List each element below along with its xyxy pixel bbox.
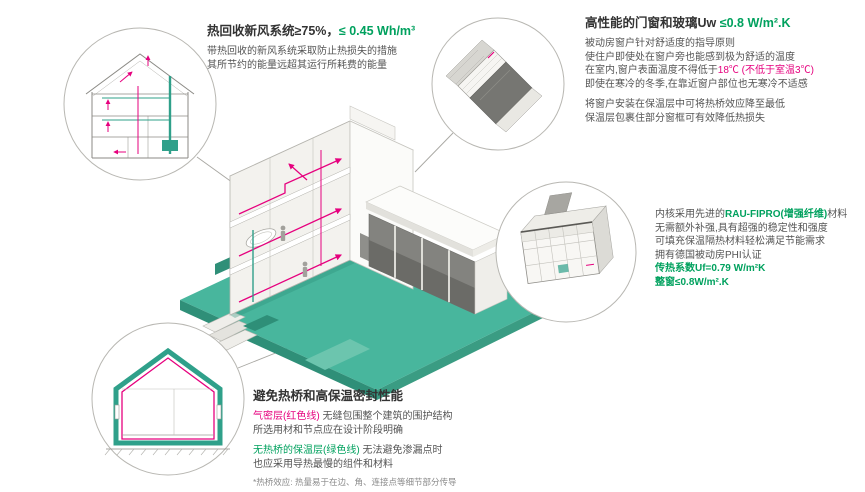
ventilation-title-text: 热回收新风系统≥75%，	[207, 24, 339, 38]
profile-line1: 内核采用先进的RAU-FIPRO(增强纤维)材料	[655, 208, 863, 222]
ventilation-title: 热回收新风系统≥75%，≤ 0.45 Wh/m³	[207, 20, 415, 39]
windows-title-text: 高性能的门窗和玻璃Uw	[585, 16, 720, 30]
windows-body-line6: 保温层包裹住部分窗框可有效降低热损失	[585, 112, 765, 124]
ventilation-duct-lines	[238, 150, 342, 303]
windows-temp-line: 在室内,窗户表面温度不得低于18℃ (不低于室温3℃)	[585, 64, 860, 78]
profile-body: 内核采用先进的RAU-FIPRO(增强纤维)材料 无需额外补强,具有超强的稳定性…	[655, 208, 863, 289]
windows-title: 高性能的门窗和玻璃Uw ≤0.8 W/m².K	[585, 12, 860, 31]
people-silhouettes	[280, 225, 308, 277]
ventilation-body: 带热回收的新风系统采取防止热损失的措施 其所节约的能量远超其运行所耗费的能量	[207, 45, 415, 72]
ventilation-body-line2: 其所节约的能量远超其运行所耗费的能量	[207, 59, 387, 71]
windows-body-line2: 使住户即使处在窗户旁也能感到极为舒适的温度	[585, 51, 795, 63]
windows-temp-text: 在室内,窗户表面温度不得低于	[585, 65, 718, 76]
insulation-body: 气密层(红色线) 无缝包围整个建筑的围护结构 所选用材和节点应在设计阶段明确 无…	[253, 410, 457, 490]
profile-line1-text: 内核采用先进的	[655, 209, 725, 220]
glazed-wing	[365, 185, 508, 315]
windows-title-value: ≤0.8 W/m².K	[719, 16, 791, 30]
profile-line1-text2: 材料	[827, 209, 848, 220]
thermal-layer-label: 无热桥的保温层(绿色线)	[253, 445, 360, 456]
profile-callout: 内核采用先进的RAU-FIPRO(增强纤维)材料 无需额外补强,具有超强的稳定性…	[655, 208, 863, 289]
insulation-circle-illustration	[91, 322, 245, 476]
thermal-bridge-footnote: *热桥效应: 热量易于在边、角、连接点等细节部分传导	[253, 477, 457, 487]
airtight-layer-label: 气密层(红色线)	[253, 411, 320, 422]
ventilation-body-line1: 带热回收的新风系统采取防止热损失的措施	[207, 46, 397, 57]
ventilation-title-value: ≤ 0.45 Wh/m³	[338, 24, 416, 38]
insulation-airtight-line: 气密层(红色线) 无缝包围整个建筑的围护结构	[253, 410, 457, 424]
insulation-callout: 避免热桥和高保温密封性能 气密层(红色线) 无缝包围整个建筑的围护结构 所选用材…	[253, 385, 457, 490]
windows-body: 被动房窗户针对舒适度的指导原则 使住户即使处在窗户旁也能感到极为舒适的温度 在室…	[585, 37, 860, 125]
profile-u-value: 传热系数Uf=0.79 W/m²K	[655, 263, 766, 274]
frame-profile-circle-illustration	[495, 181, 637, 323]
insulation-thermal-line: 无热桥的保温层(绿色线) 无法避免渗漏点时	[253, 444, 457, 458]
main-house-illustration	[180, 105, 555, 400]
windows-body-line5: 将窗户安装在保温层中可将热桥效应降至最低	[585, 99, 785, 110]
profile-material-name: RAU-FIPRO(增强纤维)	[725, 209, 828, 220]
insulation-title: 避免热桥和高保温密封性能	[253, 389, 404, 403]
profile-line2: 无需额外补强,具有超强的稳定性和强度	[655, 222, 828, 234]
thermal-layer-text: 无法避免渗漏点时	[359, 445, 443, 456]
ventilation-callout: 热回收新风系统≥75%，≤ 0.45 Wh/m³ 带热回收的新风系统采取防止热损…	[207, 20, 415, 72]
profile-line4: 拥有德国被动房PHI认证	[655, 249, 762, 261]
ventilation-circle-illustration	[63, 27, 217, 181]
profile-window-u-value: 整窗≤0.8W/m².K	[655, 276, 729, 288]
windows-body-line1: 被动房窗户针对舒适度的指导原则	[585, 38, 735, 49]
windows-body-line4: 即使在寒冷的冬季,在靠近窗户部位也无寒冷不适感	[585, 78, 808, 90]
window-detail-circle-illustration	[431, 17, 565, 151]
windows-temp-value: 18℃ (不低于室温3℃)	[717, 65, 814, 76]
windows-callout: 高性能的门窗和玻璃Uw ≤0.8 W/m².K 被动房窗户针对舒适度的指导原则 …	[585, 12, 860, 125]
insulation-line2: 所选用材和节点应在设计阶段明确	[253, 424, 403, 436]
insulation-line4: 也应采用导热最慢的组件和材料	[253, 458, 393, 470]
profile-line3: 可填充保温隔热材料轻松满足节能需求	[655, 236, 825, 247]
airtight-layer-text: 无缝包围整个建筑的围护结构	[319, 411, 453, 422]
